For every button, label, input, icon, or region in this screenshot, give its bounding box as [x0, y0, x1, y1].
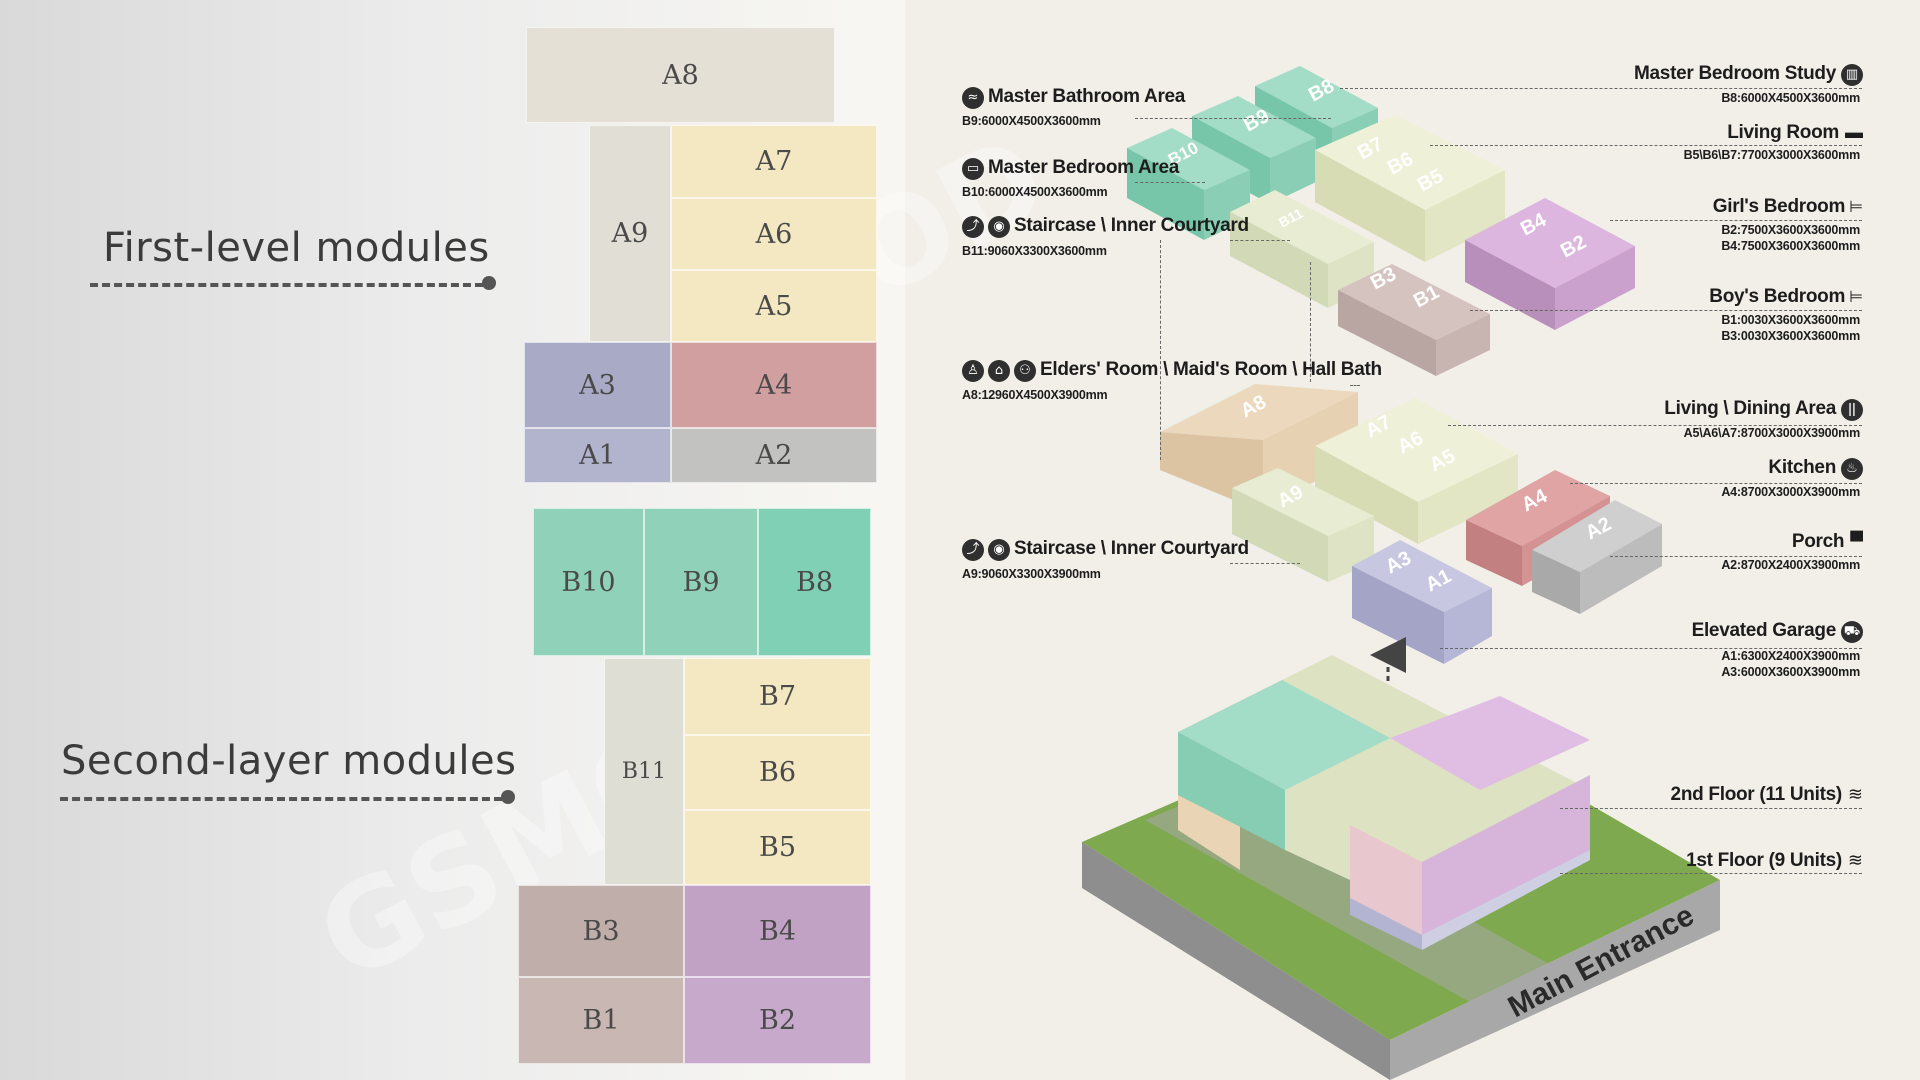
- book-icon: ▥: [1841, 63, 1863, 86]
- first-level-label: First-level modules: [103, 225, 490, 271]
- location-pin-icon: ◉: [988, 538, 1010, 561]
- module-b10: B10: [533, 508, 644, 656]
- annotation-boys-bedroom: Boy's Bedroom⊨: [1709, 286, 1863, 307]
- bed-icon: ⊨: [1849, 289, 1863, 306]
- spec-elders-room: A8:12960X4500X3900mm: [962, 388, 1108, 402]
- annotation-floor-1: 1st Floor (9 Units)≋: [1686, 850, 1863, 871]
- module-b1: B1: [518, 977, 684, 1064]
- location-pin-icon: ◉: [988, 215, 1010, 238]
- module-b9: B9: [644, 508, 758, 656]
- restroom-icon: ⚇: [1014, 359, 1036, 382]
- block-a3-a1: A3 A1: [1352, 540, 1492, 664]
- first-level-dash: [90, 283, 483, 287]
- block-b3-b1: B3 B1: [1338, 263, 1490, 376]
- module-a2: A2: [671, 428, 877, 483]
- spec-garage-a1: A1:6300X2400X3900mm: [1721, 649, 1860, 663]
- annotation-girls-bedroom: Girl's Bedroom⊨: [1712, 196, 1863, 217]
- block-a9: A9: [1232, 468, 1374, 582]
- module-b8: B8: [758, 508, 871, 656]
- annotation-elders-room: ♙⌂⚇Elders' Room \ Maid's Room \ Hall Bat…: [962, 359, 1382, 382]
- utensils-icon: ǀǀ: [1841, 398, 1863, 421]
- module-b11: B11: [604, 658, 684, 885]
- annotation-porch: Porch▀: [1791, 531, 1863, 552]
- annotation-kitchen: Kitchen♨: [1768, 457, 1863, 480]
- block-b7-b6-b5: B7 B6 B5: [1315, 115, 1505, 262]
- module-a4: A4: [671, 342, 877, 428]
- first-level-dot: [482, 276, 496, 290]
- module-a8: A8: [526, 27, 835, 123]
- second-layer-dash: [60, 797, 502, 801]
- annotation-master-bedroom: ▭Master Bedroom Area: [962, 157, 1179, 180]
- maid-icon: ⌂: [988, 359, 1010, 382]
- annotation-staircase-lower: ⤴◉Staircase \ Inner Courtyard: [962, 538, 1249, 561]
- spec-girls-bedroom-b4: B4:7500X3600X3600mm: [1721, 239, 1860, 253]
- annotation-staircase-upper: ⤴◉Staircase \ Inner Courtyard: [962, 215, 1249, 238]
- annotation-master-study: Master Bedroom Study▥: [1634, 63, 1863, 86]
- spec-staircase-lower: A9:9060X3300X3900mm: [962, 567, 1101, 581]
- module-b4: B4: [684, 885, 871, 977]
- stairs-icon: ⤴: [962, 538, 984, 561]
- module-b3: B3: [518, 885, 684, 977]
- sofa-icon: ▬: [1845, 122, 1863, 142]
- second-layer-dot: [501, 790, 515, 804]
- spec-living-dining: A5\A6\A7:8700X3000X3900mm: [1683, 426, 1861, 440]
- spec-boys-bedroom-b3: B3:0030X3600X3600mm: [1721, 329, 1860, 343]
- block-a2: A2: [1532, 500, 1662, 614]
- spec-staircase-upper: B11:9060X3300X3600mm: [962, 244, 1107, 258]
- module-a1: A1: [524, 428, 671, 483]
- module-a5: A5: [671, 270, 877, 342]
- bed-icon: ⊨: [1849, 199, 1863, 216]
- annotation-floor-2: 2nd Floor (11 Units)≋: [1670, 784, 1863, 805]
- bed-icon: ▭: [962, 157, 984, 180]
- spec-master-bathroom: B9:6000X4500X3600mm: [962, 114, 1101, 128]
- annotation-master-bathroom: ≈Master Bathroom Area: [962, 86, 1185, 109]
- spec-porch: A2:8700X2400X3900mm: [1721, 558, 1860, 572]
- module-b7: B7: [684, 658, 871, 735]
- layers-icon: ≋: [1847, 784, 1863, 804]
- second-layer-label: Second-layer modules: [61, 738, 517, 784]
- module-a9: A9: [589, 125, 671, 342]
- annotation-garage: Elevated Garage⛟: [1692, 620, 1863, 643]
- module-a7: A7: [671, 125, 877, 198]
- porch-icon: ▀: [1850, 531, 1863, 551]
- block-b4-b2: B4 B2: [1465, 198, 1635, 330]
- block-b9: B9: [1192, 96, 1316, 204]
- spec-garage-a3: A3:6000X3600X3900mm: [1721, 665, 1860, 679]
- annotation-living-room: Living Room▬: [1727, 122, 1863, 143]
- elder-icon: ♙: [962, 359, 984, 382]
- car-icon: ⛟: [1841, 620, 1863, 643]
- assembled-building: Main Entrance: [1082, 655, 1720, 1080]
- spec-kitchen: A4:8700X3000X3900mm: [1721, 485, 1860, 499]
- module-a3: A3: [524, 342, 671, 428]
- pot-icon: ♨: [1841, 457, 1863, 480]
- spec-girls-bedroom-b2: B2:7500X3600X3600mm: [1721, 223, 1860, 237]
- module-b5: B5: [684, 810, 871, 885]
- module-b2: B2: [684, 977, 871, 1064]
- module-b6: B6: [684, 735, 871, 810]
- spec-master-bedroom: B10:6000X4500X3600mm: [962, 185, 1108, 199]
- stairs-icon: ⤴: [962, 215, 984, 238]
- bathtub-icon: ≈: [962, 86, 984, 109]
- spec-boys-bedroom-b1: B1:0030X3600X3600mm: [1721, 313, 1860, 327]
- layers-icon: ≋: [1847, 850, 1863, 870]
- module-a6: A6: [671, 198, 877, 270]
- spec-living-room: B5\B6\B7:7700X3000X3600mm: [1683, 148, 1861, 162]
- spec-master-study: B8:6000X4500X3600mm: [1721, 91, 1860, 105]
